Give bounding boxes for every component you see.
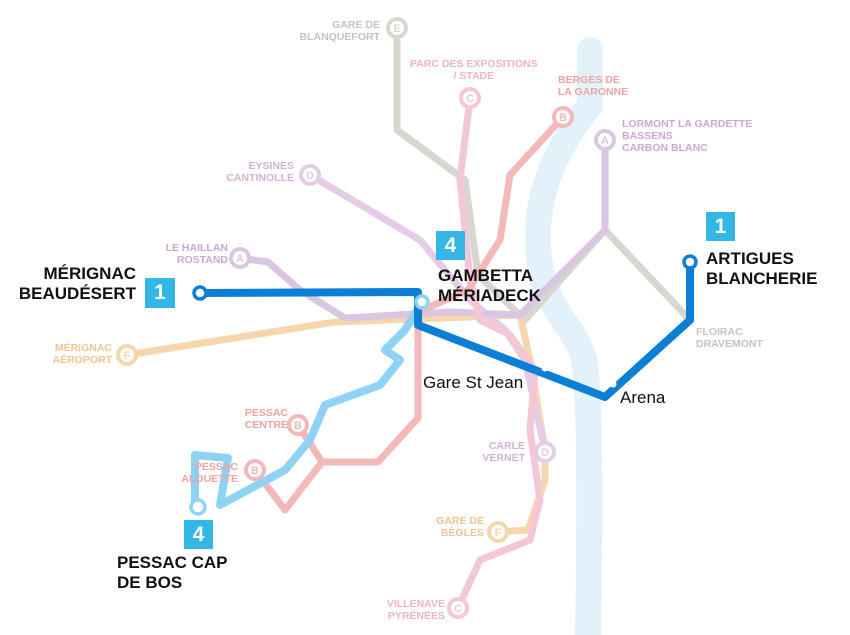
line-f-letter: F: [495, 527, 502, 539]
merignac-beaudesert-stop: [192, 285, 208, 301]
tram-line-a: [236, 136, 609, 322]
line-d-letter: D: [541, 447, 549, 459]
line-a-terminus-marker: [594, 129, 616, 151]
line-c-terminus-marker: [459, 87, 481, 109]
garonne-river: [524, 37, 603, 635]
route-badge-1: 1: [145, 278, 175, 308]
line-e-terminus-marker: [386, 17, 408, 39]
line-b-letter: B: [294, 420, 302, 432]
line-b-letter: B: [559, 112, 567, 124]
line-a-letter: A: [601, 135, 609, 147]
label-arena: Arena: [620, 388, 666, 407]
route-badge-1: 1: [706, 212, 735, 241]
line-d-terminus-marker: [534, 441, 556, 463]
gambetta-meriadeck-stop: [414, 294, 430, 310]
line-a-terminus-marker: [229, 247, 251, 269]
route-badge-4: 4: [184, 520, 213, 549]
line-e-letter: E: [393, 23, 400, 35]
line-f-letter: F: [124, 350, 131, 362]
line-b-terminus-marker: [244, 459, 266, 481]
line-a-letter: A: [236, 253, 244, 265]
line-b-terminus-marker: [552, 106, 574, 128]
line-c-letter: C: [466, 93, 474, 105]
label-parc-des-expositions: PARC DES EXPOSITIONS/ STADE: [410, 58, 538, 83]
line-c-terminus-marker: [447, 597, 469, 619]
bus-line-1-route: [196, 258, 694, 401]
line-d-terminus-marker: [299, 164, 321, 186]
line-d-letter: D: [306, 170, 314, 182]
line-f-terminus-marker: [487, 521, 509, 543]
line-b-letter: B: [251, 465, 259, 477]
arena-stop: [609, 380, 617, 388]
gare-st-jean-stop: [541, 364, 549, 372]
bus-line-4-route: [191, 298, 426, 509]
label-gare-st-jean: Gare St Jean: [423, 373, 524, 392]
line-c-letter: C: [454, 603, 462, 615]
line-b-station-marker: [287, 414, 309, 436]
artigues-blancherie-stop: [682, 254, 698, 270]
route-badge-4: 4: [436, 231, 465, 260]
pessac-cap-de-bos-stop: [189, 498, 207, 516]
line-f-terminus-marker: [116, 344, 138, 366]
